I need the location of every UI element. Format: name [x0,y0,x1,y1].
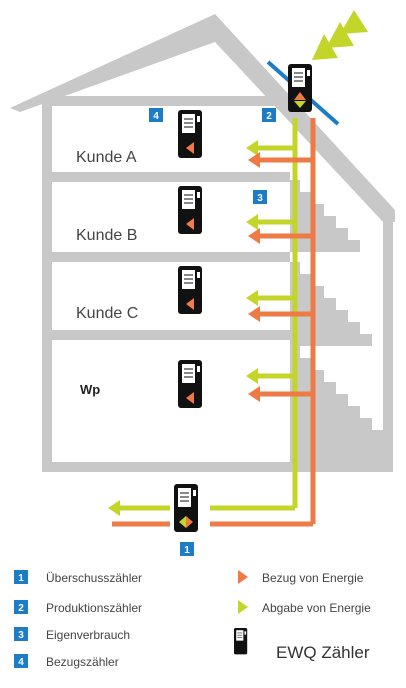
legend-item-4: 4 Bezugszähler [14,654,119,669]
legend: 1 Überschusszähler 2 Produktionszähler 3… [14,570,371,669]
orange-arrow-icon [238,570,248,584]
green-arrow-icon [108,500,120,516]
svg-text:4: 4 [18,657,24,668]
svg-text:Abgabe von Energie: Abgabe von Energie [262,601,371,615]
svg-text:3: 3 [257,193,263,204]
floor-slab-1 [42,172,290,182]
orange-arrow-icon [248,228,260,244]
meter-icon [233,627,248,655]
orange-arrow-icon [248,306,260,322]
svg-text:EWQ Zähler: EWQ Zähler [276,643,370,662]
legend-item-3: 3 Eigenverbrauch [14,627,130,642]
badge-1: 1 [180,542,194,556]
badge-3: 3 [253,190,267,204]
legend-abgabe: Abgabe von Energie [238,600,371,615]
floor-flows [246,140,313,402]
svg-text:1: 1 [18,573,24,584]
right-wall [383,210,393,472]
orange-arrow-icon [248,386,260,402]
green-arrow-icon [246,290,258,306]
meter-icon [177,185,203,235]
meter-icon [177,265,203,315]
floor-slab-2 [42,252,290,262]
green-arrow-icon [246,214,258,230]
house-structure [10,14,395,472]
staircase [290,180,383,462]
svg-text:Produktionszähler: Produktionszähler [46,601,142,615]
main-meter-icon [173,483,199,533]
meter-icon [177,359,203,409]
svg-text:2: 2 [18,603,24,614]
legend-bezug: Bezug von Energie [238,570,364,585]
room-label-kunde-c: Kunde C [76,305,138,322]
legend-item-2: 2 Produktionszähler [14,600,142,615]
floor-slab-3 [42,330,290,340]
badge-4: 4 [149,108,163,122]
room-label-wp: Wp [80,382,100,397]
room-label-kunde-a: Kunde A [76,149,137,166]
green-arrow-icon [246,368,258,384]
room-label-kunde-b: Kunde B [76,227,137,244]
floor-slab-ground [42,462,390,472]
green-arrow-icon [246,140,258,156]
svg-text:Eigenverbrauch: Eigenverbrauch [46,628,130,642]
green-arrow-icon [238,600,248,614]
roof [10,14,395,222]
badge-2: 2 [262,108,276,122]
svg-text:Überschusszähler: Überschusszähler [46,571,142,585]
svg-text:Bezug von Energie: Bezug von Energie [262,571,364,585]
svg-text:4: 4 [153,111,159,122]
sun-ray-icon [312,10,368,60]
orange-arrow-icon [248,152,260,168]
left-wall [42,96,52,472]
legend-item-1: 1 Überschusszähler [14,570,142,585]
svg-text:2: 2 [266,111,272,122]
svg-text:3: 3 [18,630,24,641]
ground-flows [108,500,313,527]
floor-slab-top [42,96,292,106]
svg-text:1: 1 [184,545,190,556]
meter-icon [177,109,203,159]
legend-meter: EWQ Zähler [233,627,370,662]
production-meter-icon [287,63,313,113]
svg-text:Bezugszähler: Bezugszähler [46,655,119,669]
